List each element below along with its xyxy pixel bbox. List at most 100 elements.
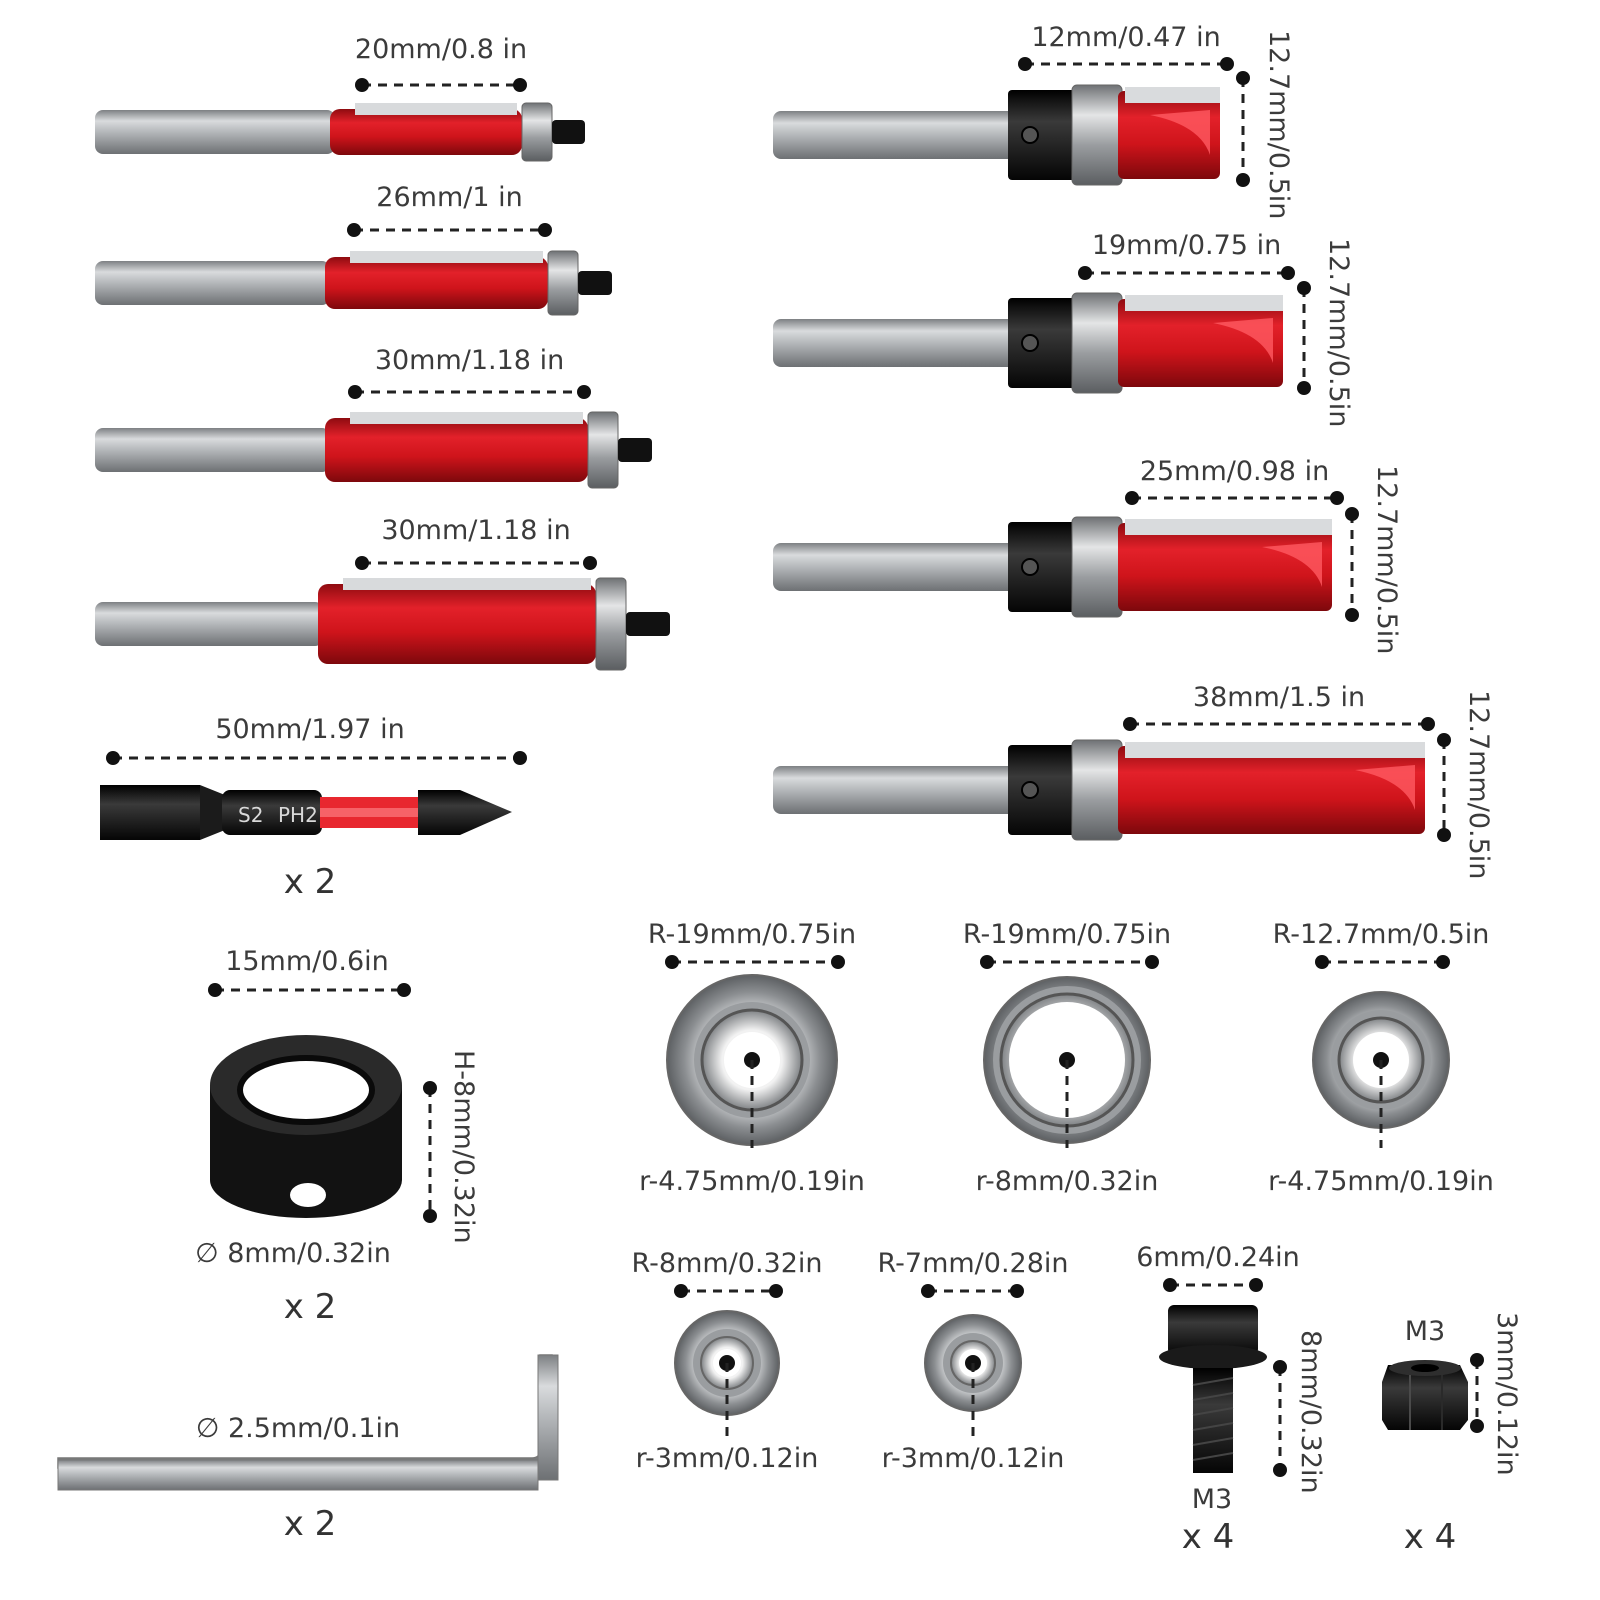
dimension-dot xyxy=(1236,71,1250,85)
shank xyxy=(95,602,323,646)
bit-length-label: 38mm/1.5 in xyxy=(1193,682,1365,713)
bearing-inner-label: r-3mm/0.12in xyxy=(636,1443,819,1474)
lock-collar xyxy=(1008,745,1078,835)
shank xyxy=(95,110,335,154)
cutter-body xyxy=(325,257,548,309)
carbide-blade xyxy=(1125,295,1283,311)
screw-height-label: 8mm/0.32in xyxy=(1295,1330,1326,1494)
nut-height-label: 3mm/0.12in xyxy=(1491,1312,1522,1476)
dimension-dot xyxy=(347,223,361,237)
dimension-dot xyxy=(1236,173,1250,187)
set-screw xyxy=(1021,126,1039,144)
bit-marking-s2: S2 xyxy=(238,803,263,827)
screw-name: M3 xyxy=(1192,1484,1232,1515)
dimension-dot xyxy=(355,556,369,570)
dimension-dot xyxy=(674,1284,688,1298)
flute-highlight xyxy=(1213,318,1273,363)
bearing-outer-label: R-19mm/0.75in xyxy=(648,919,856,950)
dimension-dot xyxy=(1220,57,1234,71)
bit-length-label: 25mm/0.98 in xyxy=(1140,456,1329,487)
bearing xyxy=(521,102,553,162)
bearing xyxy=(1071,84,1123,186)
dimension-dot xyxy=(1437,733,1451,747)
flute-highlight xyxy=(1262,542,1322,587)
cutter-body xyxy=(325,418,588,482)
m3-screw: 6mm/0.24in 8mm/0.32in M3 x 4 xyxy=(1136,1242,1326,1557)
screwdriver-bit-length-label: 50mm/1.97 in xyxy=(215,714,404,745)
set-screw xyxy=(1021,558,1039,576)
carbide-blade xyxy=(355,103,517,115)
bearing-large-3: R-12.7mm/0.5in r-4.75mm/0.19in xyxy=(1268,919,1494,1197)
carbide-blade xyxy=(1125,519,1332,535)
left-router-bit-4: 30mm/1.18 in xyxy=(95,515,670,671)
bit-body xyxy=(222,790,322,835)
bit-height-label: 12.7mm/0.5in xyxy=(1371,465,1402,654)
collar-height-label: H-8mm/0.32in xyxy=(448,1050,479,1244)
set-screw xyxy=(1021,334,1039,352)
shank xyxy=(773,543,1018,591)
dimension-dot xyxy=(1437,828,1451,842)
bearing-outer-label: R-12.7mm/0.5in xyxy=(1273,919,1490,950)
lock-collar xyxy=(1008,522,1078,612)
retaining-screw xyxy=(618,438,652,462)
bearing xyxy=(1071,516,1123,618)
flute-highlight xyxy=(1355,765,1415,810)
collar-qty: x 2 xyxy=(284,1287,337,1327)
cutter-body xyxy=(1118,299,1283,387)
shank xyxy=(95,261,330,305)
dimension-dot xyxy=(1018,57,1032,71)
depth-collar: 15mm/0.6in H-8mm/0.32in ∅ 8mm/0.32in x 2 xyxy=(195,946,479,1327)
bit-length-label: 30mm/1.18 in xyxy=(375,345,564,376)
m3-nut: M3 3mm/0.12in x 4 xyxy=(1382,1312,1522,1557)
bearing-large-1: R-19mm/0.75in r-4.75mm/0.19in xyxy=(639,919,865,1197)
bit-length-label: 20mm/0.8 in xyxy=(355,34,527,65)
retaining-screw xyxy=(578,271,612,295)
bearing-inner-label: r-4.75mm/0.19in xyxy=(639,1166,865,1197)
dimension-dot xyxy=(921,1284,935,1298)
cutter-body xyxy=(330,109,522,155)
bearing-outer-label: R-8mm/0.32in xyxy=(631,1248,822,1279)
carbide-blade xyxy=(1125,742,1425,758)
dimension-dot xyxy=(355,78,369,92)
dimension-dot xyxy=(831,955,845,969)
screw-width-label: 6mm/0.24in xyxy=(1136,1242,1300,1273)
dimension-dot xyxy=(1010,1284,1024,1298)
bearing-outer-label: R-19mm/0.75in xyxy=(963,919,1171,950)
dimension-dot xyxy=(1125,491,1139,505)
dimension-dot xyxy=(769,1284,783,1298)
flute-highlight xyxy=(1150,110,1210,155)
bit-length-label: 30mm/1.18 in xyxy=(381,515,570,546)
carbide-blade xyxy=(350,251,543,263)
set-screw xyxy=(1021,781,1039,799)
bearing-inner-label: r-4.75mm/0.19in xyxy=(1268,1166,1494,1197)
cutter-body xyxy=(318,584,596,664)
retaining-screw xyxy=(552,120,585,144)
bearing-outer-label: R-7mm/0.28in xyxy=(877,1248,1068,1279)
collar-hole-label: ∅ 8mm/0.32in xyxy=(195,1238,391,1269)
hex-key: ∅ 2.5mm/0.1in x 2 xyxy=(57,1354,559,1544)
shank xyxy=(773,111,1018,159)
cutter-body xyxy=(1118,746,1425,834)
dimension-dot xyxy=(1297,281,1311,295)
carbide-blade xyxy=(1125,87,1220,103)
screw-head xyxy=(1168,1305,1258,1355)
left-router-bit-3: 30mm/1.18 in xyxy=(95,345,652,489)
lock-collar xyxy=(1008,298,1078,388)
dimension-dot xyxy=(1436,955,1450,969)
bit-height-label: 12.7mm/0.5in xyxy=(1263,30,1294,219)
nut-name: M3 xyxy=(1405,1316,1445,1347)
dimension-dot xyxy=(348,385,362,399)
dimension-dot xyxy=(1281,266,1295,280)
bit-marking-ph2: PH2 xyxy=(278,803,318,827)
bearing xyxy=(1071,292,1123,394)
carbide-blade xyxy=(350,412,583,424)
dimension-dot xyxy=(538,223,552,237)
carbide-blade xyxy=(343,578,591,590)
shank xyxy=(95,428,330,472)
dimension-dot xyxy=(1078,266,1092,280)
